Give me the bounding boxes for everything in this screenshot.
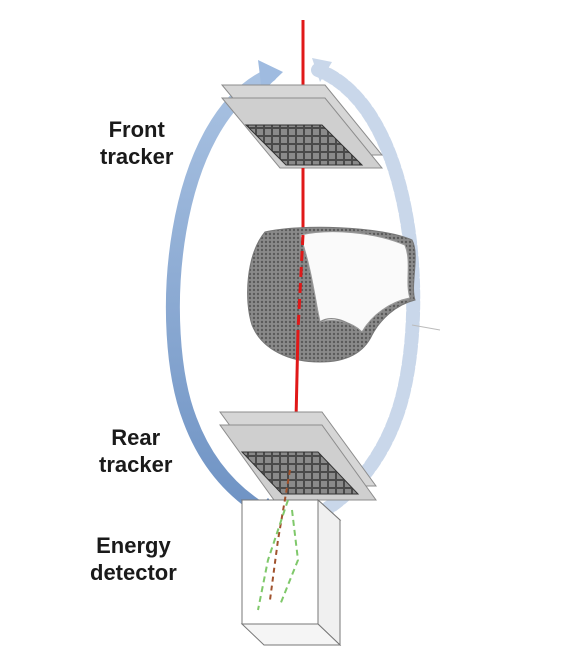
- label-front-tracker-line2: tracker: [100, 144, 174, 169]
- label-rear-tracker: Rear tracker: [99, 424, 172, 478]
- rear-tracker: [219, 411, 377, 501]
- label-rear-tracker-line1: Rear: [111, 425, 161, 450]
- label-front-tracker-line1: Front: [108, 117, 165, 142]
- front-tracker: [220, 84, 384, 169]
- label-rear-tracker-line2: tracker: [99, 452, 173, 477]
- label-energy-detector: Energy detector: [90, 532, 177, 586]
- head-silhouette: [247, 226, 441, 363]
- label-energy-detector-line2: detector: [90, 560, 177, 585]
- label-energy-detector-line1: Energy: [96, 533, 171, 558]
- energy-detector-box: [240, 498, 342, 647]
- beam-line-exit: [294, 329, 300, 421]
- particle-tracks: [257, 469, 300, 611]
- label-front-tracker: Front tracker: [100, 116, 173, 170]
